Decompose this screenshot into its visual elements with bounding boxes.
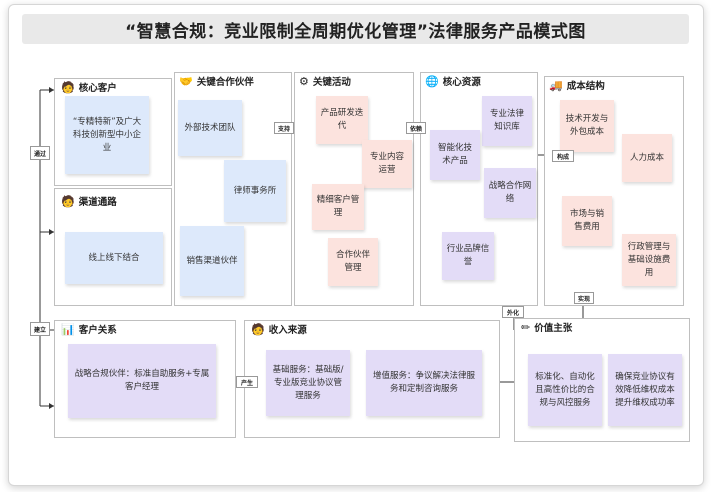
pencil-icon: ✏: [521, 320, 531, 334]
panel-channels-header: 🧑 渠道通路: [58, 194, 120, 208]
note-relation: 战略合规伙伴：标准自助服务+专属客户经理: [68, 344, 216, 418]
diagram-title: “智慧合规：竞业限制全周期优化管理”法律服务产品模式图: [22, 14, 689, 44]
person-icon: 🧑: [251, 322, 265, 336]
note-revenue-value-added: 增值服务：争议解决法律服务和定制咨询服务: [366, 350, 482, 416]
note-value-effective: 确保竞业协议有效降低维权成本提升维权成功率: [608, 354, 682, 426]
connector-label-rely: 依赖: [406, 122, 426, 134]
note-partner-sales: 销售渠道伙伴: [180, 226, 244, 296]
note-customer: “专精特新”及广大科技创新型中小企业: [65, 96, 149, 174]
panel-value-prop-header: ✏ 价值主张: [518, 320, 576, 334]
person-icon: 🧑: [61, 80, 75, 94]
globe-icon: 🌐: [425, 74, 439, 88]
panel-revenue-header: 🧑 收入来源: [248, 322, 310, 336]
panel-key-resources-header: 🌐 核心资源: [422, 74, 484, 88]
note-partner-law-firm: 律师事务所: [224, 160, 286, 222]
gears-icon: ⚙: [299, 74, 309, 88]
note-activity-content: 专业内容运营: [362, 140, 412, 188]
person-icon: 🧑: [61, 194, 75, 208]
note-cost-tech: 技术开发与外包成本: [560, 100, 614, 152]
connector-label-produce: 产生: [236, 376, 258, 388]
connector-label-reach: 通过: [30, 146, 50, 160]
note-activity-partner-mgmt: 合作伙伴管理: [328, 238, 378, 286]
note-revenue-basic: 基础服务：基础版/专业版竞业协议管理服务: [266, 350, 350, 416]
note-cost-marketing: 市场与销售费用: [562, 196, 612, 246]
note-resource-network: 战略合作网络: [484, 168, 536, 218]
note-activity-rnd: 产品研发迭代: [316, 96, 368, 144]
note-resource-tech: 智能化技术产品: [430, 130, 480, 180]
panel-key-activities-header: ⚙ 关键活动: [296, 74, 354, 88]
connector-label-support: 支持: [274, 122, 294, 134]
panel-core-customers-header: 🧑 核心客户: [58, 80, 120, 94]
note-cost-labor: 人力成本: [622, 134, 672, 182]
note-value-standard: 标准化、自动化且高性价比的合规与风控服务: [528, 354, 602, 426]
panel-key-partners-header: 🤝 关键合作伙伴: [176, 74, 257, 88]
handshake-icon: 🤝: [179, 74, 193, 88]
connector-label-establish: 建立: [30, 322, 50, 336]
panel-customer-relations-header: 📊 客户关系: [58, 322, 120, 336]
truck-icon: 🚚: [549, 78, 563, 92]
note-channel: 线上线下结合: [65, 232, 163, 284]
connector-label-compose: 构成: [552, 150, 574, 162]
note-activity-customer-mgmt: 精细客户管理: [312, 184, 364, 230]
note-cost-admin: 行政管理与基础设施费用: [622, 234, 676, 286]
bar-chart-icon: 📊: [61, 322, 75, 336]
panel-cost-structure-header: 🚚 成本结构: [546, 78, 608, 92]
connector-label-outward: 外化: [502, 306, 524, 318]
note-resource-brand: 行业品牌信誉: [442, 232, 494, 280]
connector-label-implement: 实现: [574, 292, 594, 304]
note-partner-tech-team: 外部技术团队: [178, 100, 242, 156]
note-resource-knowledge: 专业法律知识库: [482, 96, 532, 146]
